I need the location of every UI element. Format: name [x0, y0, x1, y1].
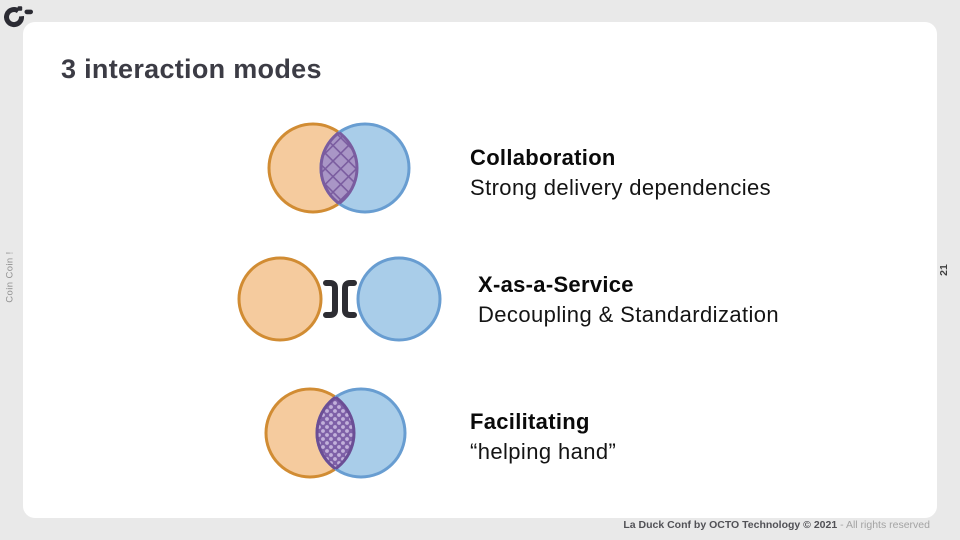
collaboration-diagram: [267, 122, 411, 214]
mode-name: Collaboration: [470, 145, 616, 170]
blue-team-circle: [356, 256, 442, 342]
mode-name: Facilitating: [470, 409, 590, 434]
footer-copyright: La Duck Conf by OCTO Technology © 2021: [623, 519, 838, 531]
mode-description: “helping hand”: [470, 439, 617, 464]
mode-description: Strong delivery dependencies: [470, 175, 772, 200]
x-as-a-service-diagram: [237, 256, 442, 342]
footer: La Duck Conf by OCTO Technology © 2021 -…: [623, 519, 930, 531]
facilitating-overlap-region: [315, 389, 354, 477]
mode-row-collaboration: Collaboration Strong delivery dependenci…: [470, 143, 771, 202]
footer-rights: - All rights reserved: [837, 519, 930, 531]
facilitating-diagram: [264, 387, 407, 479]
collaboration-overlap-region: [319, 124, 357, 212]
mode-description: Decoupling & Standardization: [478, 302, 780, 327]
service-interface-bracket-icon: [323, 280, 357, 318]
side-note: Coin Coin !: [4, 251, 16, 303]
octo-c-logo-icon: [4, 6, 33, 28]
mode-row-facilitating: Facilitating “helping hand”: [470, 407, 616, 466]
mode-name: X-as-a-Service: [478, 272, 634, 297]
mode-row-x-as-a-service: X-as-a-Service Decoupling & Standardizat…: [478, 270, 779, 329]
page-number: 21: [938, 264, 950, 276]
slide-card: 3 interaction modes Collaboration Strong…: [23, 22, 937, 518]
slide-title: 3 interaction modes: [61, 54, 322, 84]
orange-team-circle: [237, 256, 323, 342]
